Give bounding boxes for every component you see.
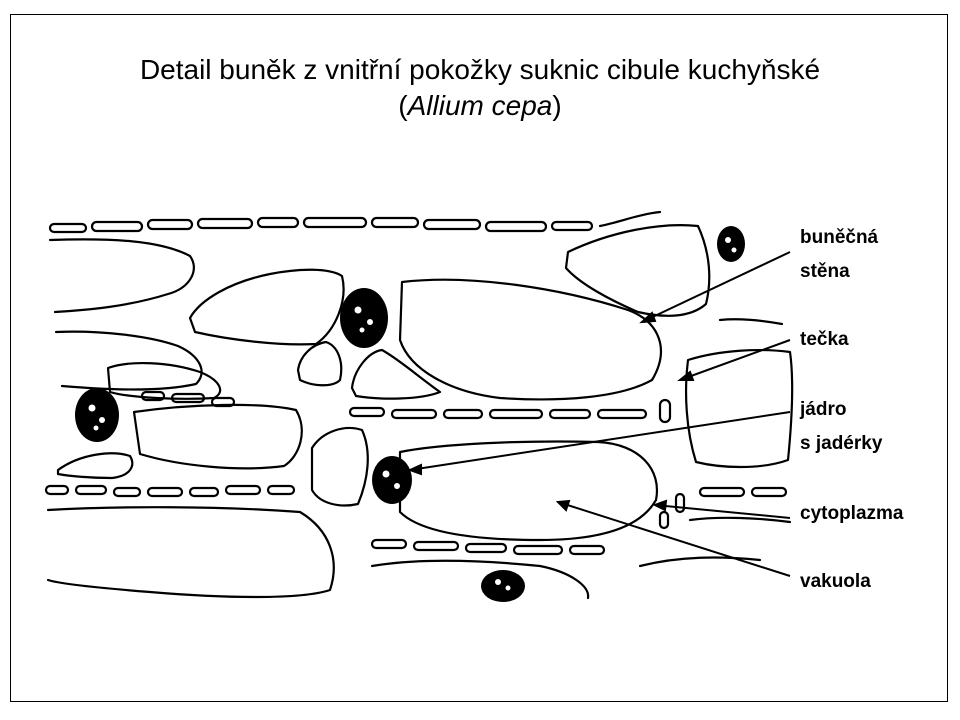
cell-small-square — [296, 340, 343, 387]
cell-right-upper-small — [718, 318, 784, 326]
nucleus-upper-center — [340, 288, 388, 348]
label-vacuole: vakuola — [800, 571, 871, 592]
pointer-pit — [679, 339, 791, 381]
cell-wall-middle — [140, 390, 672, 424]
pointer-nucleus — [409, 411, 791, 471]
label-nucleus: jádro s jadérky — [800, 399, 883, 454]
pointer-cytoplasm — [654, 504, 791, 519]
title-line-2: (Allium cepa) — [398, 90, 562, 121]
nucleus-center — [372, 456, 412, 504]
nucleus-bottom — [481, 570, 525, 602]
cell-center-small — [350, 348, 442, 400]
cell-central-large — [398, 278, 662, 401]
species-name: Allium cepa — [407, 90, 553, 121]
cell-bottom-middle — [370, 559, 590, 600]
cell-left-a — [54, 330, 203, 391]
cell-lower-vacuole — [398, 440, 659, 542]
pointer-cell-wall — [641, 251, 791, 323]
cell-upper-left — [48, 238, 195, 314]
title-line-1: Detail buněk z vnitřní pokožky suknic ci… — [139, 54, 821, 85]
cell-left-c — [132, 403, 303, 470]
label-cell-wall: buněčná stěna — [800, 227, 879, 282]
cell-right-column — [685, 349, 794, 469]
nucleus-top-right — [717, 226, 745, 262]
cell-upper-right — [564, 224, 711, 317]
cell-bottom-right — [638, 556, 762, 568]
label-pit: tečka — [800, 329, 849, 350]
cell-left-d — [56, 452, 134, 480]
cell-upper-middle-left — [188, 268, 345, 346]
cell-lower-middle — [310, 426, 369, 507]
cell-left-b — [106, 361, 222, 400]
cell-bottom-left — [46, 506, 335, 599]
pointer-vacuole — [557, 501, 791, 577]
nuclei — [75, 226, 745, 602]
nucleus-left — [75, 388, 119, 442]
cell-wall-lower — [44, 484, 788, 556]
diagram-title: Detail buněk z vnitřní pokožky suknic ci… — [0, 52, 960, 124]
label-cytoplasm: cytoplazma — [800, 503, 904, 524]
cell-right-lower — [688, 516, 792, 524]
cell-wall-top — [48, 210, 662, 234]
diagram-frame — [10, 14, 948, 702]
